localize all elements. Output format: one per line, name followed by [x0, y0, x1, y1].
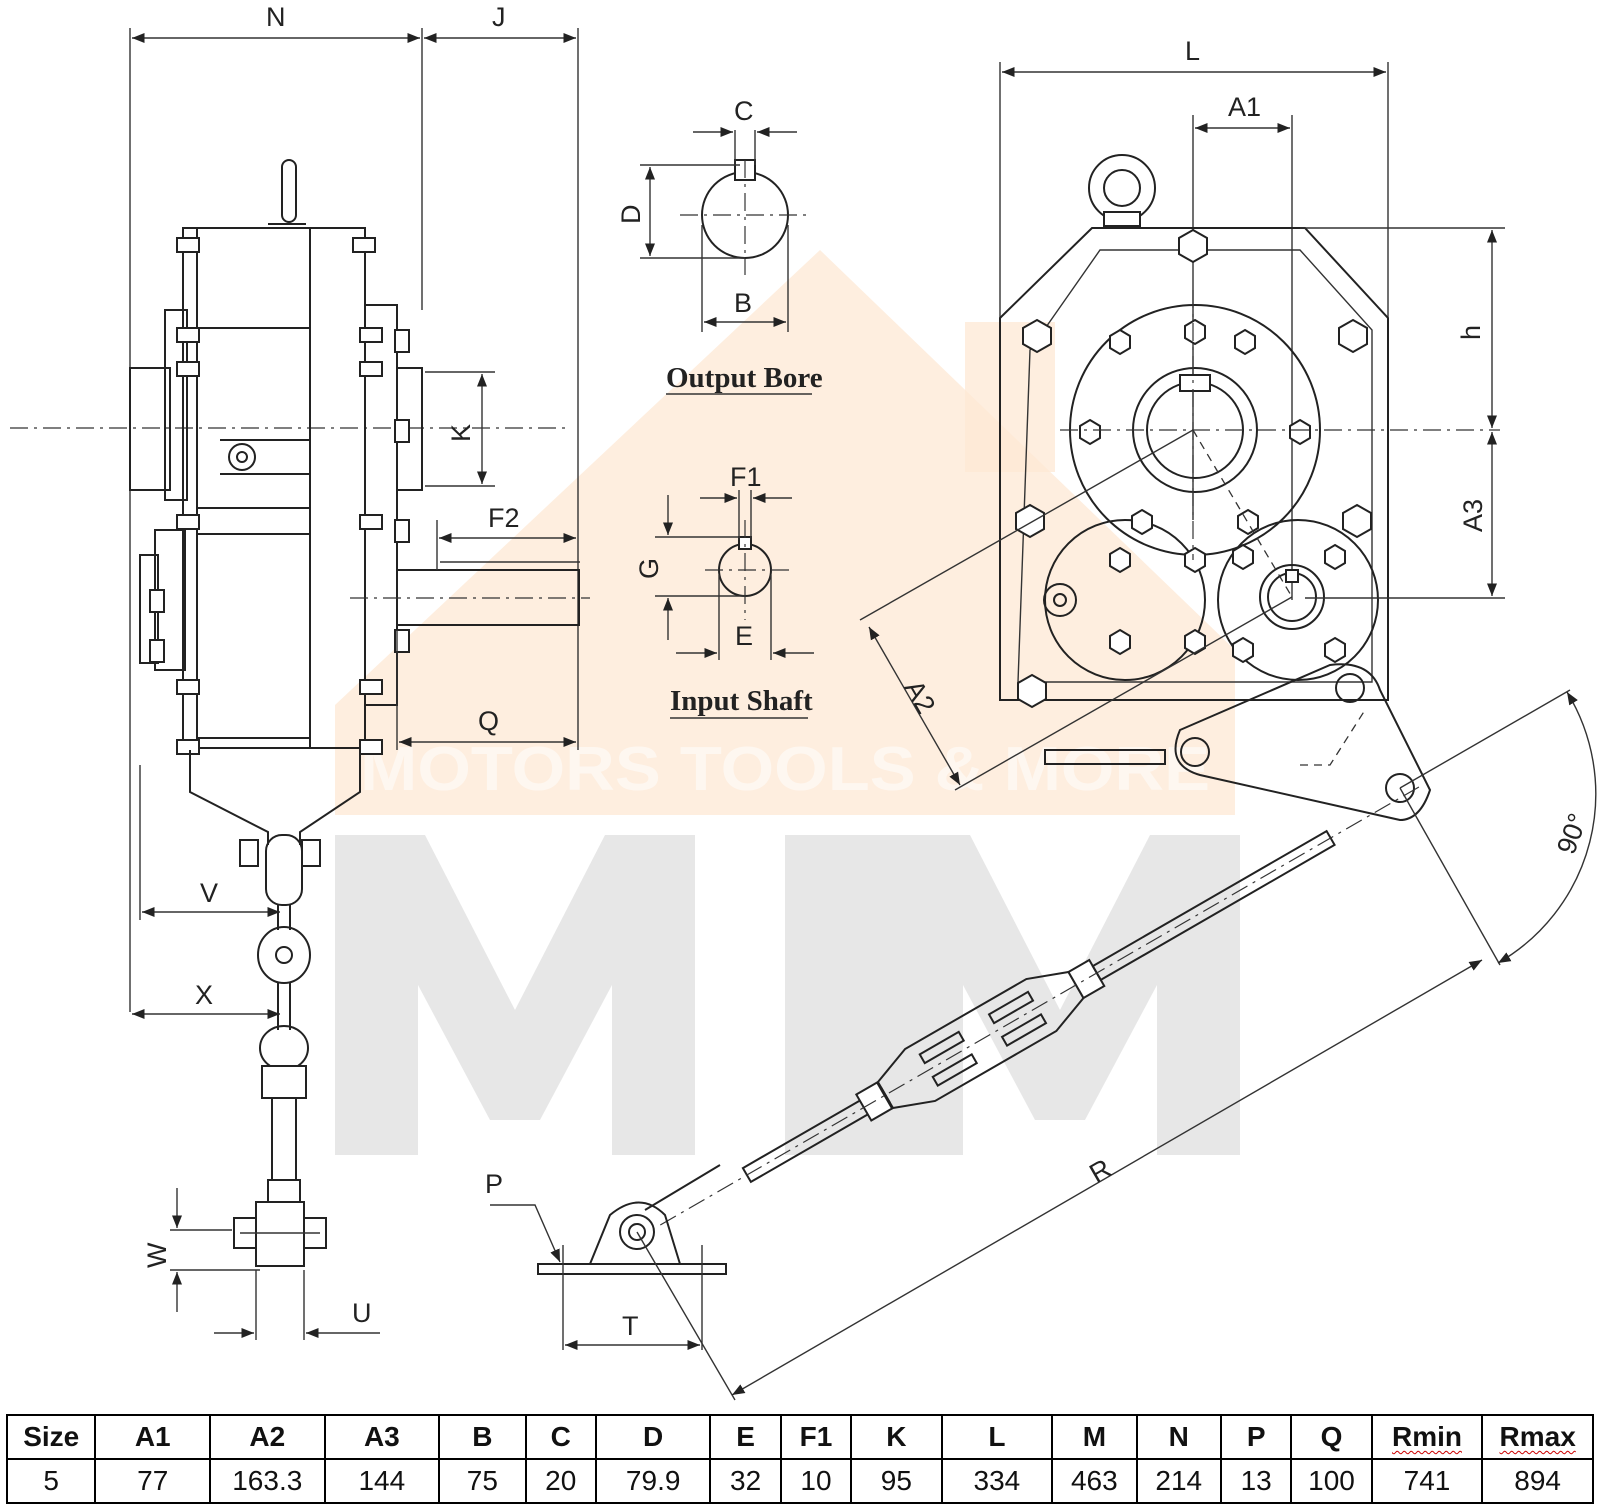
- side-view: N J: [10, 2, 590, 1340]
- watermark-monogram: [335, 835, 1240, 1155]
- column-header: N: [1135, 1414, 1222, 1460]
- table-row: 5 77 163.3 144 75 20 79.9 32 10 95 334 4…: [5, 1458, 1594, 1504]
- front-view: L A1: [485, 36, 1597, 1401]
- dim-G: G: [634, 558, 664, 579]
- table-cell: 214: [1135, 1458, 1222, 1504]
- dim-Q: Q: [478, 706, 499, 736]
- column-header: K: [850, 1414, 943, 1460]
- dim-D: D: [616, 205, 646, 225]
- dim-h: h: [1456, 325, 1486, 340]
- gearbox-technical-drawing: MOTORS TOOLS & MORE N J: [10, 2, 1597, 1401]
- table-cell: 894: [1481, 1458, 1594, 1504]
- dim-K: K: [446, 424, 476, 442]
- dim-A1: A1: [1228, 92, 1261, 122]
- column-header: C: [524, 1414, 597, 1460]
- column-header: E: [709, 1414, 782, 1460]
- output-bore-caption: Output Bore: [666, 362, 823, 394]
- table-cell: 100: [1290, 1458, 1373, 1504]
- column-header: A1: [94, 1414, 211, 1460]
- column-header: B: [438, 1414, 527, 1460]
- dim-B: B: [734, 288, 752, 318]
- table-cell: 334: [940, 1458, 1054, 1504]
- table-cell: 163.3: [209, 1458, 326, 1504]
- column-header-rmin: Rmin: [1370, 1414, 1484, 1460]
- table-cell: 32: [709, 1458, 782, 1504]
- column-header: Q: [1290, 1414, 1373, 1460]
- table-cell: 144: [323, 1458, 441, 1504]
- watermark-text: MOTORS TOOLS & MORE: [360, 735, 1210, 804]
- dim-R: R: [1084, 1153, 1116, 1189]
- column-header: A3: [323, 1414, 441, 1460]
- column-header: L: [940, 1414, 1054, 1460]
- column-header: Size: [5, 1414, 97, 1460]
- table-header-row: Size A1 A2 A3 B C D E F1 K L M N P Q Rmi…: [5, 1414, 1594, 1460]
- dim-P: P: [485, 1169, 503, 1199]
- table-cell: 13: [1219, 1458, 1293, 1504]
- output-bore-detail: C D B Output Bore: [616, 96, 823, 395]
- dim-U: U: [352, 1298, 372, 1328]
- dim-E: E: [735, 621, 753, 651]
- input-shaft-detail: F1 G E Input Shaft: [634, 462, 814, 719]
- table-cell: 463: [1051, 1458, 1138, 1504]
- column-header: A2: [209, 1414, 326, 1460]
- column-header-rmax: Rmax: [1481, 1414, 1594, 1460]
- table-cell: 77: [94, 1458, 211, 1504]
- dim-F1: F1: [730, 462, 762, 492]
- dim-N: N: [266, 2, 286, 32]
- table-cell: 20: [524, 1458, 597, 1504]
- table-cell: 5: [5, 1458, 97, 1504]
- table-cell: 741: [1370, 1458, 1484, 1504]
- dim-X: X: [195, 980, 213, 1010]
- table-cell: 75: [438, 1458, 527, 1504]
- dim-C: C: [734, 96, 754, 126]
- dimensions-table: Size A1 A2 A3 B C D E F1 K L M N P Q Rmi…: [5, 1414, 1594, 1504]
- column-header: P: [1219, 1414, 1293, 1460]
- dim-W: W: [142, 1242, 172, 1268]
- dim-L: L: [1185, 36, 1200, 66]
- dim-V: V: [200, 878, 218, 908]
- input-shaft-caption: Input Shaft: [670, 685, 813, 717]
- watermark-house-shape: [335, 250, 1235, 815]
- table-cell: 10: [779, 1458, 853, 1504]
- dim-T: T: [622, 1311, 639, 1341]
- dim-F2: F2: [488, 503, 520, 533]
- column-header: D: [594, 1414, 712, 1460]
- column-header: F1: [779, 1414, 853, 1460]
- dim-A3: A3: [1458, 499, 1488, 532]
- dim-J: J: [492, 2, 506, 32]
- column-header: M: [1051, 1414, 1138, 1460]
- table-cell: 79.9: [594, 1458, 712, 1504]
- table-cell: 95: [850, 1458, 943, 1504]
